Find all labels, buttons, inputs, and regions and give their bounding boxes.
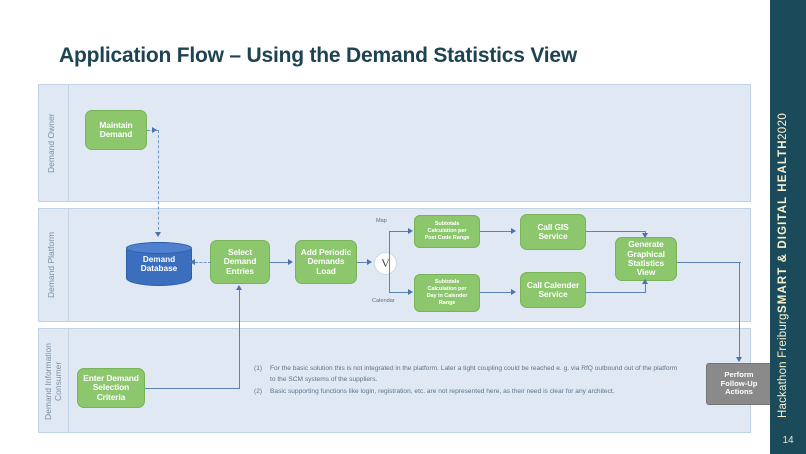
footnote-2-text: Basic supporting functions like login, r… bbox=[270, 387, 615, 395]
connector-criteria-to-select bbox=[145, 388, 240, 390]
page-number: 14 bbox=[782, 435, 794, 446]
connector-calender-to-generate bbox=[586, 292, 646, 294]
connector-gis-to-generate bbox=[586, 231, 646, 233]
connector-generate-to-followup-vertical bbox=[739, 262, 741, 361]
connector-maintain-arrowhead bbox=[152, 126, 157, 133]
lane-divider-1 bbox=[68, 84, 69, 202]
lane-divider-2 bbox=[68, 208, 69, 322]
sidebar-brand-line2: SMART & DIGITAL HEALTH bbox=[777, 139, 789, 314]
footnote-2: (2) Basic supporting functions like logi… bbox=[254, 386, 684, 397]
lane-label-demand-owner: Demand Owner bbox=[46, 113, 56, 173]
sidebar-brand-line1: Hackathon Freiburg bbox=[777, 313, 789, 418]
connector-add-to-gateway-arrowhead bbox=[367, 258, 372, 265]
node-gateway-label: V bbox=[381, 256, 390, 270]
connector-subtotals-post-to-gis bbox=[480, 231, 513, 233]
lane-label-demand-platform: Demand Platform bbox=[46, 231, 56, 299]
connector-subtotals-post-to-gis-arrowhead bbox=[511, 228, 516, 235]
connector-calender-to-generate-arrowhead bbox=[641, 279, 648, 284]
footnote-1-text: For the basic solution this is not integ… bbox=[270, 365, 678, 384]
sidebar-brand-year: 2020 bbox=[777, 112, 789, 140]
connector-db-arrowhead bbox=[154, 232, 161, 237]
node-gateway-xor[interactable]: V bbox=[374, 252, 397, 275]
connector-calender-to-generate-vertical bbox=[645, 281, 647, 292]
lane-demand-owner bbox=[38, 84, 751, 202]
connector-select-to-database-arrowhead bbox=[190, 258, 195, 265]
connector-map-branch-arrowhead bbox=[408, 228, 413, 235]
connector-subtotals-cal-to-calender bbox=[480, 292, 513, 294]
edge-label-calendar: Calendar bbox=[372, 298, 395, 304]
footnote-1-number: (1) bbox=[254, 365, 263, 372]
edge-label-map: Map bbox=[376, 218, 387, 224]
connector-gateway-to-map-branch bbox=[389, 231, 411, 233]
footnote-1: (1) For the basic solution this is not i… bbox=[254, 363, 684, 386]
connector-subtotals-cal-to-calender-arrowhead bbox=[511, 289, 516, 296]
lane-divider-3 bbox=[68, 328, 69, 433]
footnote-2-number: (2) bbox=[254, 387, 263, 395]
connector-generate-to-followup-arrowhead bbox=[735, 357, 742, 362]
lane-demand-information-consumer bbox=[38, 328, 751, 433]
connector-generate-to-followup bbox=[677, 262, 741, 264]
connector-select-to-database bbox=[195, 262, 211, 263]
brand-sidebar: Hackathon Freiburg SMART & DIGITAL HEALT… bbox=[770, 0, 806, 454]
connector-gateway-branch-vertical bbox=[389, 231, 391, 293]
footnotes: (1) For the basic solution this is not i… bbox=[254, 363, 684, 397]
connector-gateway-to-calendar-branch bbox=[389, 292, 411, 294]
connector-select-to-add bbox=[270, 261, 290, 263]
connector-add-to-gateway bbox=[357, 261, 369, 263]
connector-criteria-to-select-arrowhead bbox=[235, 285, 242, 290]
connector-maintain-down-to-db bbox=[158, 130, 159, 235]
page-title: Application Flow – Using the Demand Stat… bbox=[59, 44, 578, 67]
connector-select-to-add-arrowhead bbox=[288, 258, 293, 265]
connector-calendar-branch-arrowhead bbox=[408, 289, 413, 296]
connector-gis-to-generate-arrowhead bbox=[641, 233, 648, 238]
connector-criteria-to-select-vertical bbox=[239, 290, 241, 388]
